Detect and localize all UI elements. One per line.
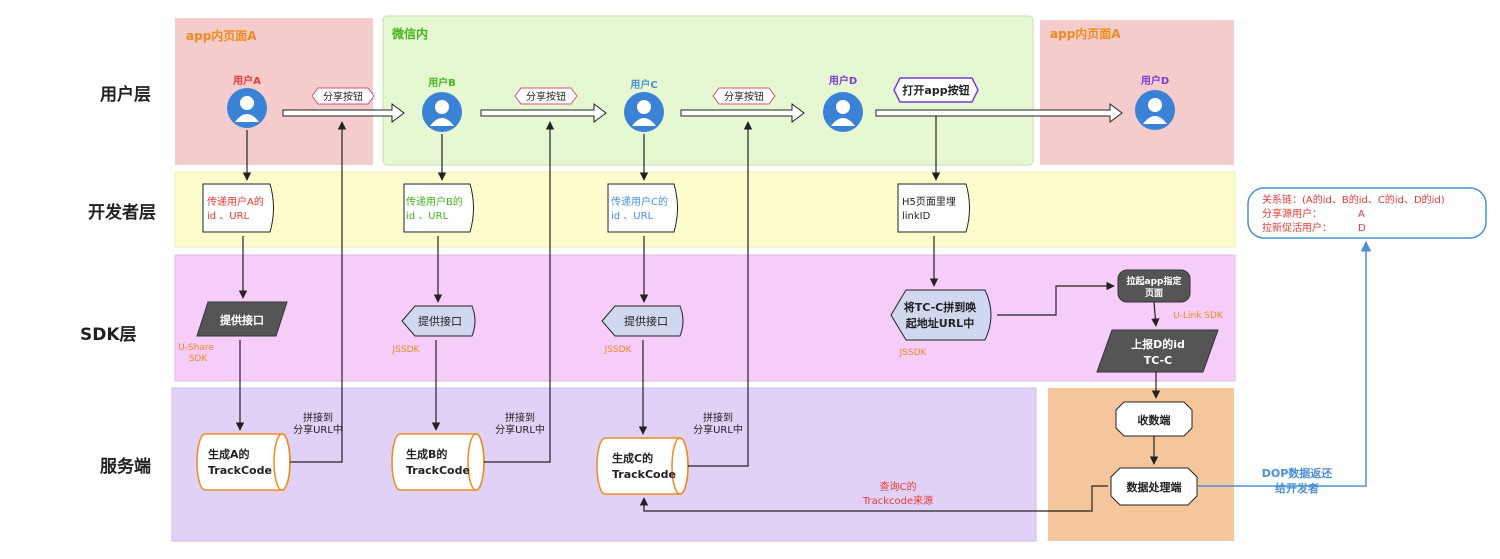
layer-label-user: 用户层: [100, 84, 151, 105]
server-processor-label: 数据处理端: [1127, 480, 1182, 494]
server-receiver-label: 收数端: [1138, 413, 1171, 427]
user-d-wechat-label: 用户D: [828, 74, 857, 87]
server-splice-b-line2: 分享URL中: [495, 423, 545, 436]
sdk-ushare-line1: U-Share: [178, 343, 214, 353]
sdk-provide-b-label: 提供接口: [418, 314, 462, 328]
server-gen-b-line1: 生成B的: [406, 447, 447, 461]
result-chain: 关系链：(A的id、B的id、C的id、D的id): [1262, 193, 1445, 206]
region-title-app-left: app内页面A: [186, 28, 257, 43]
server-splice-a-line1: 拼接到: [303, 411, 333, 424]
connector-lines: [235, 116, 1161, 512]
doc-pass-c-shape: [607, 183, 678, 233]
server-splice-a-line2: 分享URL中: [293, 423, 343, 436]
dop-return-line: [1197, 240, 1372, 487]
server-gen-a-line2: TrackCode: [208, 464, 272, 477]
server-gen-b-line2: TrackCode: [406, 464, 470, 477]
server-gen-c: [596, 437, 689, 495]
result-box: [1247, 187, 1487, 239]
doc-pass-b-shape: [403, 183, 474, 233]
user-d-app-avatar-icon: [1135, 90, 1175, 130]
user-b-label: 用户B: [427, 76, 456, 89]
open-app-button-shape: [893, 77, 979, 103]
sdk-report-line2: TC-C: [1144, 354, 1172, 367]
layer-label-developer: 开发者层: [88, 202, 156, 223]
sdk-ushare-line2: SDK: [189, 354, 209, 364]
result-sharer-value: A: [1358, 209, 1365, 220]
sdk-band: [174, 254, 1236, 382]
server-gen-a: [196, 433, 291, 491]
flow-arrow-d-to-app: [875, 103, 1123, 123]
sdk-launch-line2: 页面: [1145, 288, 1163, 299]
user-d-app-label: 用户D: [1140, 74, 1169, 87]
region-title-wechat: 微信内: [391, 26, 428, 41]
server-gen-c-line2: TrackCode: [612, 468, 676, 481]
result-new-label: 拉新促活用户：: [1262, 221, 1332, 234]
server-dop-line2: 给开发者: [1275, 481, 1319, 495]
user-a-label: 用户A: [232, 74, 261, 87]
layer-label-server: 服务端: [100, 456, 151, 477]
doc-h5-shape: [897, 183, 970, 233]
server-gen-b: [391, 433, 485, 491]
sdk-provide-c-label: 提供接口: [624, 314, 668, 328]
open-app-button-label: 打开app按钮: [902, 83, 969, 97]
sdk-ulink: U-Link SDK: [1173, 311, 1224, 321]
user-c-avatar-icon: [624, 92, 664, 132]
share-button-2-label: 分享按钮: [526, 90, 566, 103]
result-sharer-label: 分享源用户：: [1262, 207, 1322, 220]
share-button-3-label: 分享按钮: [724, 90, 764, 103]
server-gen-c-line1: 生成C的: [612, 451, 653, 465]
wechat-region: [382, 15, 1034, 166]
doc-pass-a-line2: id 、URL: [207, 211, 250, 222]
sdk-provide-b-shape: [401, 305, 476, 337]
server-splice-c-line2: 分享URL中: [693, 423, 743, 436]
sdk-report-line1: 上报D的id: [1131, 337, 1185, 351]
doc-pass-c-line2: id 、URL: [611, 211, 654, 222]
sdk-report-shape: [1096, 329, 1219, 373]
sdk-jssdk-d: JSSDK: [899, 348, 928, 358]
share-button-1-label: 分享按钮: [323, 90, 363, 103]
server-receiver-shape: [1115, 401, 1193, 437]
result-new-value: D: [1358, 223, 1366, 234]
share-button-2-shape: [514, 87, 578, 105]
flow-arrow-b-to-c: [480, 103, 607, 123]
sdk-jssdk-b: JSSDK: [392, 345, 421, 355]
user-c-label: 用户C: [629, 78, 657, 91]
server-splice-b-line1: 拼接到: [505, 411, 535, 424]
sdk-provide-a-shape: [196, 301, 288, 337]
doc-h5-line2: linkID: [902, 211, 931, 222]
sdk-launch-line1: 拉起app指定: [1127, 275, 1183, 287]
flow-arrow-c-to-d: [680, 103, 805, 123]
doc-pass-a-shape: [202, 183, 274, 233]
flow-arrow-a-to-b: [282, 103, 405, 123]
user-d-wechat-avatar-icon: [823, 92, 863, 132]
region-title-app-right: app内页面A: [1050, 26, 1121, 41]
sdk-provide-c-shape: [601, 305, 684, 337]
doc-pass-c-line1: 传递用户C的: [611, 195, 668, 208]
share-button-1-shape: [311, 87, 375, 105]
developer-band: [174, 171, 1236, 248]
server-query-line1: 查询C的: [880, 480, 917, 493]
server-splice-c-line1: 拼接到: [703, 411, 733, 424]
user-b-avatar-icon: [422, 92, 462, 132]
doc-h5-line1: H5页面里埋: [902, 196, 956, 208]
server-query-line2: Trackcode来源: [862, 494, 933, 507]
doc-pass-b-line1: 传递用户B的: [406, 195, 463, 208]
server-processor-shape: [1110, 467, 1198, 506]
sdk-splice-line2: 起地址URL中: [905, 316, 974, 330]
sdk-splice-shape: [890, 289, 992, 341]
doc-pass-b-line2: id 、URL: [406, 211, 449, 222]
app-region-right: [1040, 20, 1234, 165]
server-dop-line1: DOP数据返还: [1262, 466, 1334, 480]
server-gen-a-line1: 生成A的: [208, 447, 250, 461]
doc-pass-a-line1: 传递用户A的: [207, 195, 264, 208]
sdk-provide-a-label: 提供接口: [220, 313, 264, 327]
layer-label-sdk: SDK层: [80, 325, 137, 345]
sdk-jssdk-c: JSSDK: [604, 345, 633, 355]
user-a-avatar-icon: [227, 88, 267, 128]
share-button-3-shape: [712, 87, 776, 105]
sdk-splice-line1: 将TC-C拼到唤: [904, 300, 976, 314]
